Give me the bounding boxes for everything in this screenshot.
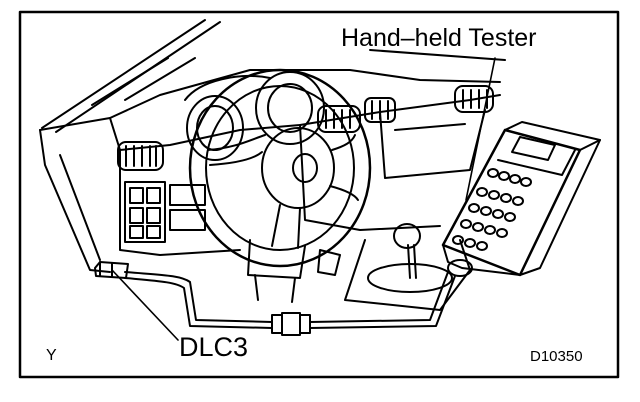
- windshield-lines: [41, 19, 506, 133]
- tester-label: Hand–held Tester: [341, 24, 537, 52]
- dashboard: [39, 69, 501, 273]
- steering-column: [247, 239, 306, 303]
- figure-code-label: D10350: [530, 348, 583, 365]
- steering-wheel: [188, 68, 372, 268]
- dlc3-label: DLC3: [179, 332, 249, 362]
- air-vents: [117, 85, 494, 171]
- hand-held-tester: [441, 121, 601, 277]
- corner-mark-label: Y: [46, 347, 57, 364]
- center-console: [317, 223, 471, 311]
- frame-border: [18, 10, 620, 379]
- tester-cable: [124, 271, 456, 336]
- leader-lines: [111, 57, 496, 341]
- instrument-cluster: [186, 71, 325, 161]
